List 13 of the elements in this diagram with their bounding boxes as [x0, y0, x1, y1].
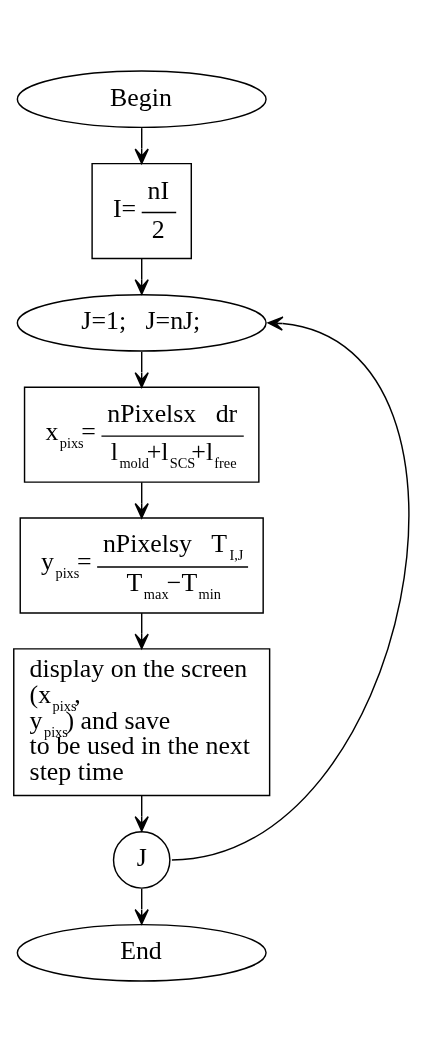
node-ellipse: J=1; J=nJ;: [16, 294, 267, 352]
arrow: [134, 612, 149, 650]
node-ellipse: End: [16, 923, 267, 982]
arrow: [134, 481, 149, 519]
arrow: [134, 257, 149, 295]
arrow: [134, 888, 149, 925]
arrow: [134, 351, 149, 388]
node-circle: J: [112, 831, 171, 889]
arrow: [134, 795, 149, 832]
arrow: [171, 316, 410, 861]
node-ellipse: Begin: [16, 70, 267, 129]
arrow: [134, 127, 149, 165]
node-box: display on the screen (x$_{pixs}$, y$_{pixs}$) and save to be used in the next step time: [13, 648, 271, 797]
